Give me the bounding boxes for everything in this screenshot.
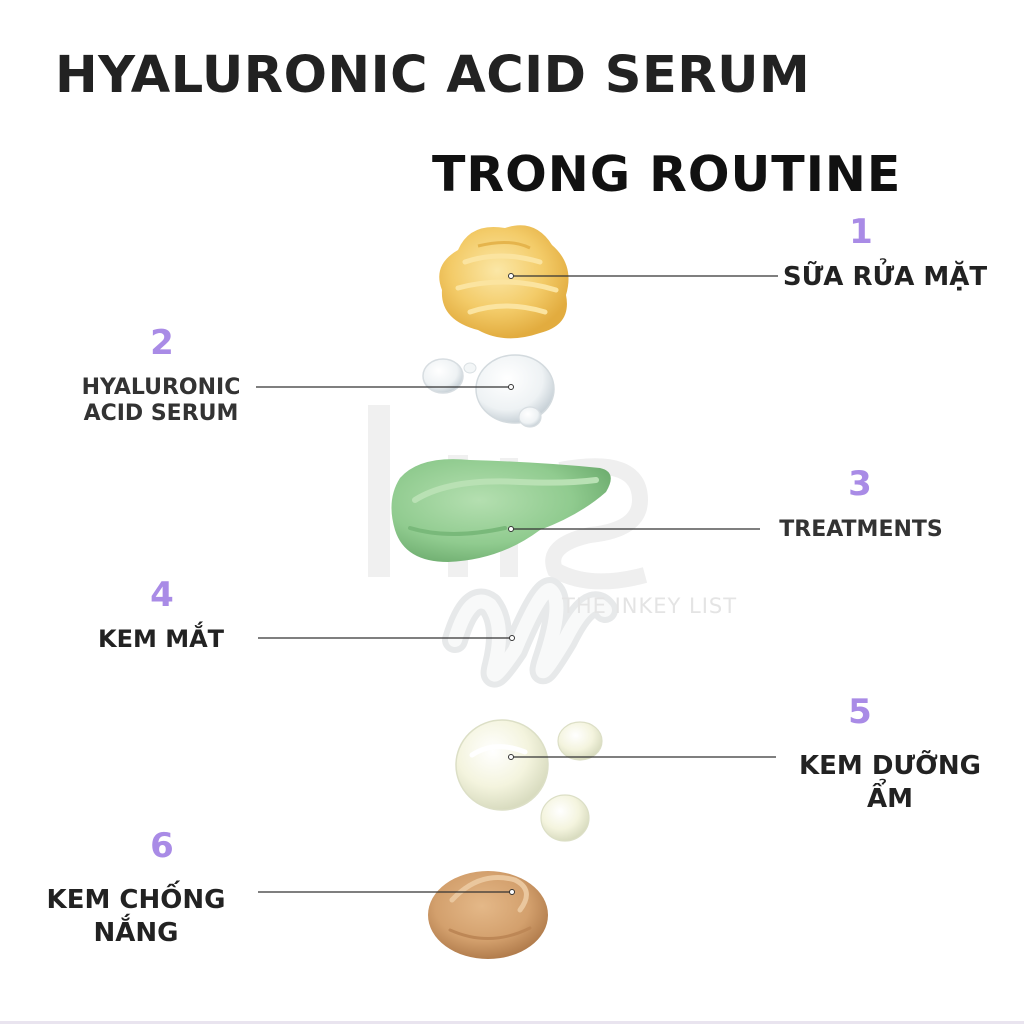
step-label-3: TREATMENTS: [762, 517, 960, 543]
sunscreen-swatch: [428, 871, 548, 959]
step-label-4: KEM MẮT: [76, 624, 246, 654]
serum-swatch: [422, 354, 555, 428]
page-title: HYALURONIC ACID SERUM: [55, 46, 811, 105]
moisturizer-swatch: [455, 719, 603, 842]
step-label-6-line1: KEM CHỐNG: [46, 885, 226, 915]
cleanser-swatch: [439, 225, 569, 339]
step-label-5-line2: ẨM: [867, 783, 913, 814]
leader-lines: [256, 275, 778, 893]
watermark-text: THE INKEY LIST: [562, 594, 738, 618]
step-number-5: 5: [848, 692, 872, 732]
page-subtitle: TRONG ROUTINE: [432, 146, 902, 203]
step-number-2: 2: [150, 323, 174, 363]
step-label-6: KEM CHỐNG NẮNG: [30, 884, 242, 949]
step-label-3-line1: TREATMENTS: [779, 517, 943, 542]
step-label-2: HYALURONIC ACID SERUM: [66, 375, 256, 427]
step-number-1: 1: [849, 212, 873, 252]
treatment-swatch: [391, 459, 611, 562]
step-label-1-line1: SỮA RỬA MẶT: [782, 262, 988, 292]
step-label-2-line1: HYALURONIC: [81, 375, 241, 400]
step-label-6-line2: NẮNG: [93, 917, 179, 948]
watermark-logo-s: [545, 458, 649, 590]
leader-dots: [508, 273, 515, 895]
bottom-border: [0, 1021, 1024, 1024]
step-number-3: 3: [848, 464, 872, 504]
step-label-2-line2: ACID SERUM: [83, 400, 239, 426]
step-label-5-line1: KEM DƯỠNG: [799, 751, 981, 781]
step-number-4: 4: [150, 575, 174, 615]
step-number-6: 6: [150, 826, 174, 866]
step-label-5: KEM DƯỠNG ẨM: [782, 750, 998, 815]
step-label-4-line1: KEM MẮT: [97, 625, 225, 653]
step-label-1: SỮA RỬA MẶT: [770, 261, 1000, 294]
eye-cream-swatch: [442, 577, 618, 688]
